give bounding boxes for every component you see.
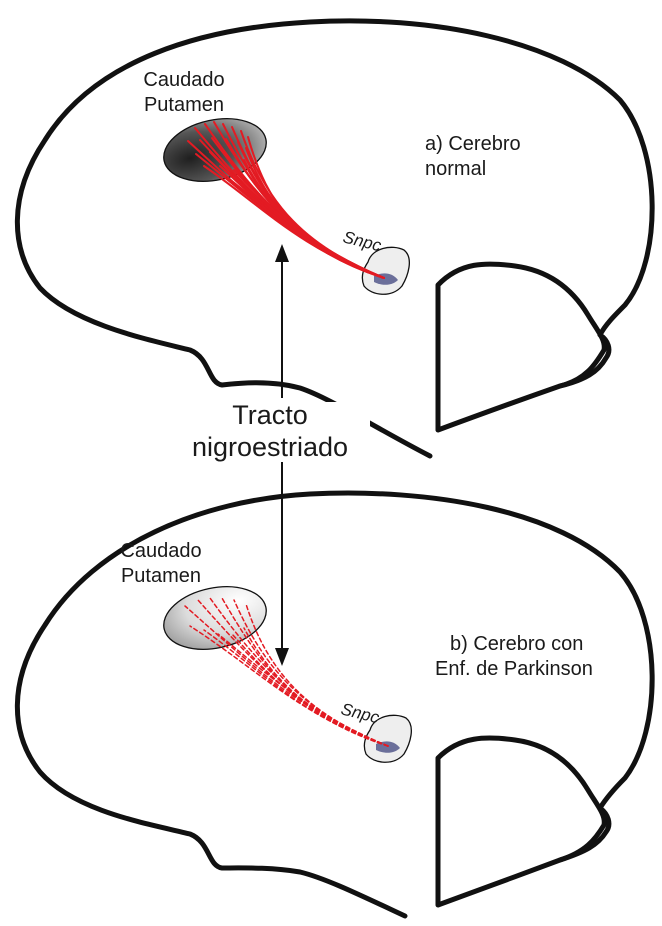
brain-outline-b <box>17 493 652 916</box>
panel-title-a-line2: normal <box>425 158 486 180</box>
fiber <box>244 628 388 746</box>
cerebellum-b <box>438 738 604 905</box>
brain-outline-a <box>17 21 652 456</box>
panel-b: Caudado Putamen b) Cerebro con Enf. de P… <box>17 493 652 916</box>
structure-label-b-line1: Caudado <box>120 540 201 562</box>
fiber <box>238 142 384 278</box>
tract-label-line1: Tracto <box>232 400 308 430</box>
panel-title-b-line2: Enf. de Parkinson <box>435 658 593 680</box>
arrowhead-up-icon <box>275 244 289 262</box>
fiber <box>244 160 384 278</box>
snpc-label-a: Snpc <box>341 227 384 255</box>
structure-label-a-line1: Caudado <box>143 69 224 91</box>
fiber <box>218 634 388 746</box>
structure-label-a-line2: Putamen <box>144 94 224 116</box>
structure-label-b: Caudado Putamen <box>120 540 201 587</box>
snpc-label-b: Snpc <box>339 699 382 727</box>
fiber <box>232 634 388 746</box>
panel-a: Caudado Putamen a) Cerebro normal Snpc <box>17 21 652 456</box>
tract-label-line2: nigroestriado <box>192 432 348 462</box>
panel-title-b: b) Cerebro con Enf. de Parkinson <box>435 633 593 680</box>
cerebellum-a <box>438 264 604 430</box>
panel-title-a: a) Cerebro normal <box>425 133 521 180</box>
structure-label-b-line2: Putamen <box>121 565 201 587</box>
structure-label-a: Caudado Putamen <box>143 69 224 116</box>
panel-title-b-line1: b) Cerebro con <box>450 633 583 655</box>
arrowhead-down-icon <box>275 648 289 666</box>
panel-title-a-line1: a) Cerebro <box>425 133 521 155</box>
